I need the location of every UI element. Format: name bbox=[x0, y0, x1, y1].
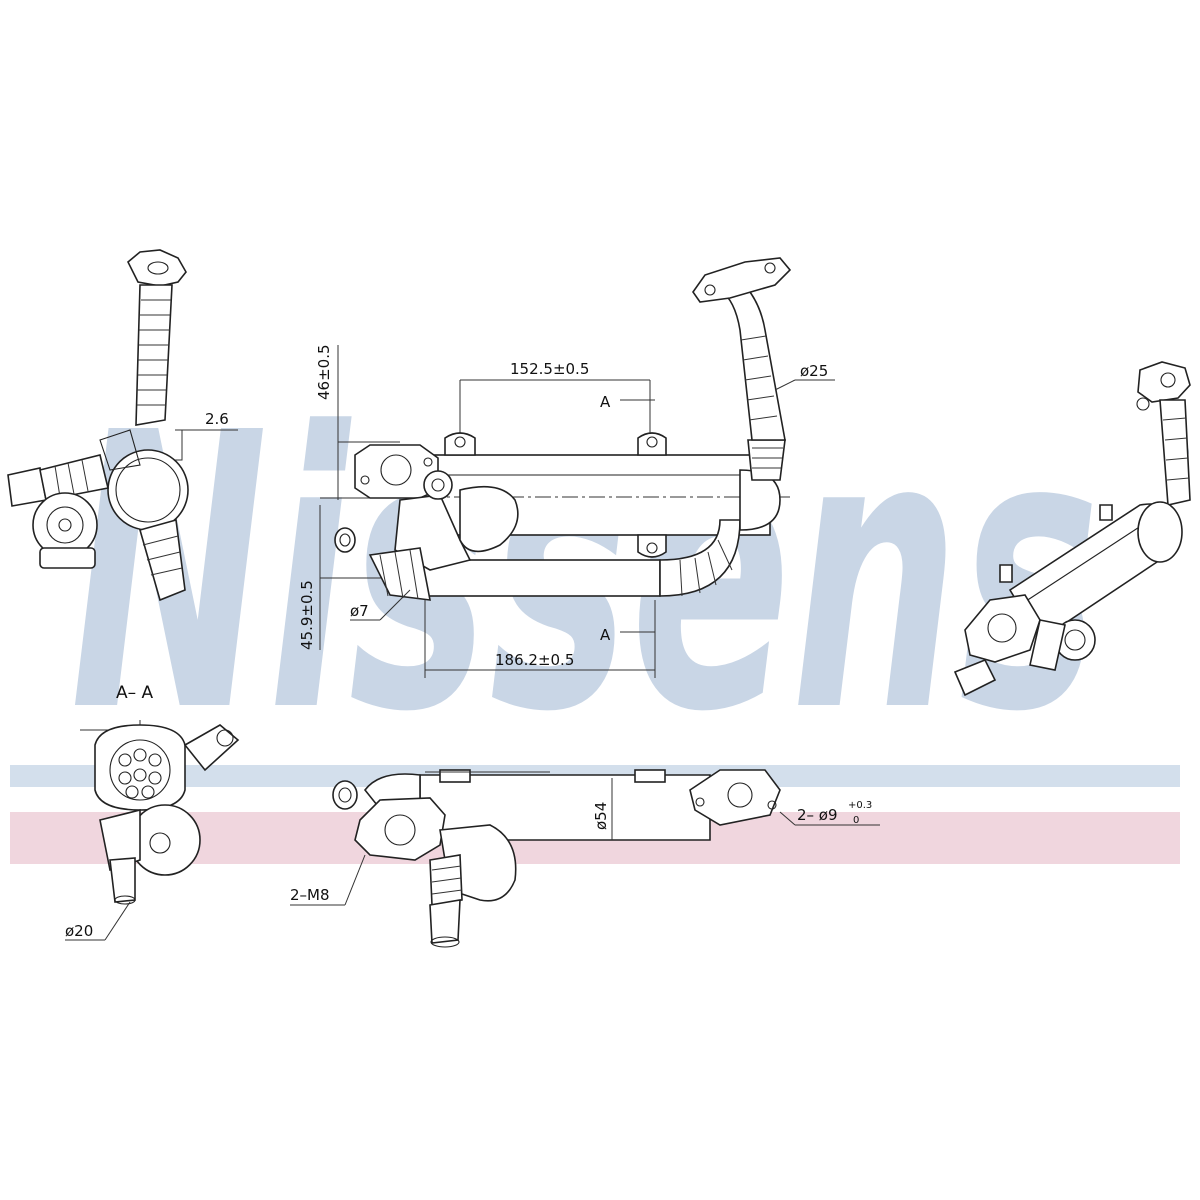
front-view: 152.5±0.5 A A 46±0.5 45.9±0.5 bbox=[298, 257, 835, 678]
plan-view: ø54 2– ø9 +0.3 0 2–M8 bbox=[290, 769, 880, 948]
flange-tolerance-upper: +0.3 bbox=[848, 800, 872, 811]
section-a-a-view: A– A ø20 bbox=[65, 683, 240, 941]
left-end-view: 2.6 bbox=[7, 249, 238, 602]
height-top-dimension: 46±0.5 bbox=[315, 344, 333, 400]
section-marker-top: A bbox=[600, 393, 611, 411]
wall-thickness-label: 2.6 bbox=[205, 410, 229, 428]
top-span-dimension: 152.5±0.5 bbox=[510, 360, 589, 378]
section-marker-bottom: A bbox=[600, 626, 611, 644]
height-bottom-dimension: 45.9±0.5 bbox=[298, 580, 316, 650]
bottom-span-dimension: 186.2±0.5 bbox=[495, 651, 574, 669]
isometric-view bbox=[953, 361, 1191, 697]
outlet-diameter-label: ø20 bbox=[65, 922, 93, 940]
body-diameter-label: ø54 bbox=[592, 802, 610, 830]
pipe-diameter-label: ø25 bbox=[800, 362, 828, 380]
bolt-hole-label: ø7 bbox=[350, 602, 369, 620]
flange-tolerance-lower: 0 bbox=[853, 815, 859, 826]
thread-label: 2–M8 bbox=[290, 886, 330, 904]
flange-holes-label: 2– ø9 bbox=[797, 806, 838, 824]
section-title: A– A bbox=[116, 683, 154, 703]
